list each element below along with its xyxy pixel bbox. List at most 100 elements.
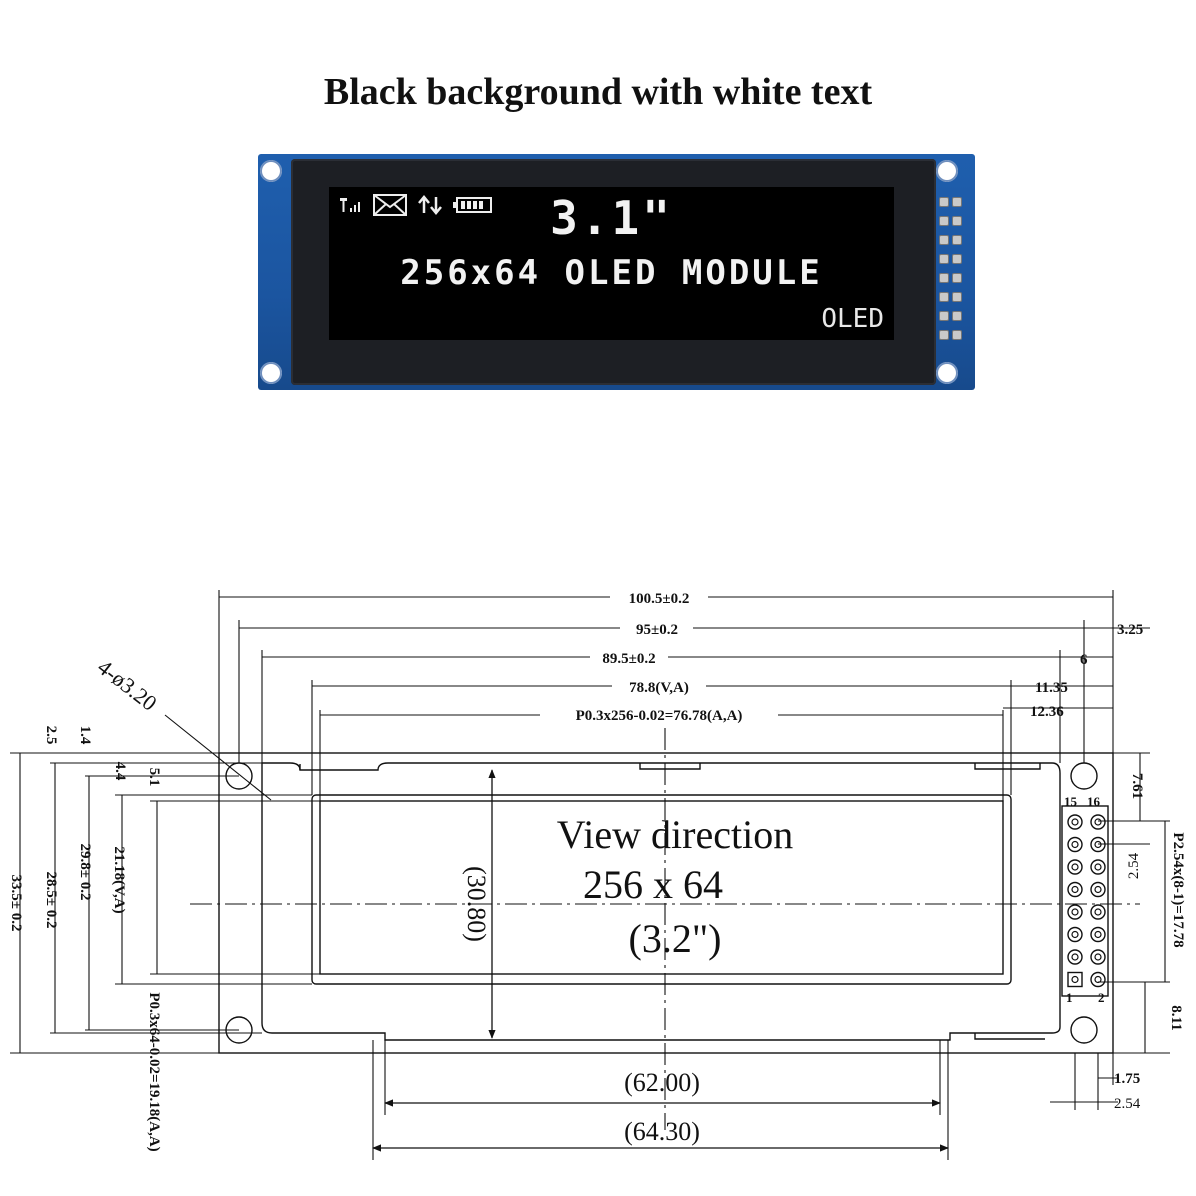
- dim-right-3-25: 3.25: [1117, 622, 1143, 638]
- dim-bottom-64-3: (64.30): [624, 1117, 700, 1146]
- dim-overall-width: 100.5±0.2: [629, 591, 690, 607]
- outline-geometry: [218, 752, 1114, 1054]
- mount-hole: [936, 362, 958, 384]
- dim-right-pitch: P2.54x(8-1)=17.78: [1170, 832, 1186, 947]
- resolution-text: 256 x 64: [583, 862, 723, 907]
- header-pin-inner: [1071, 840, 1079, 849]
- header-pin-inner: [1094, 908, 1102, 916]
- header-pin-outer: [1090, 881, 1106, 898]
- header-pin-inner: [1094, 885, 1102, 894]
- dim-height-29-8: 29.8± 0.2: [77, 844, 93, 901]
- screen-line-size: 3.1": [550, 191, 673, 245]
- header-pin-outer: [1090, 949, 1106, 965]
- dim-left-5-1: 5.1: [146, 768, 162, 787]
- header-pin-outer: [1090, 859, 1106, 875]
- dim-right-7-61: 7.61: [1129, 773, 1145, 799]
- dim-bottom-1-75: 1.75: [1114, 1071, 1140, 1087]
- pin-label-15: 15: [1064, 794, 1078, 809]
- dim-left-4-4: 4.4: [112, 762, 128, 781]
- updown-arrows-icon: [418, 195, 442, 215]
- mount-hole: [936, 160, 958, 182]
- dim-right-2-54-vertical: 2.54: [1126, 852, 1142, 879]
- dim-glass-width: 89.5±0.2: [602, 651, 655, 667]
- dim-left-2-5: 2.5: [43, 726, 59, 745]
- mount-hole: [260, 160, 282, 182]
- header-pin-inner: [1071, 908, 1079, 916]
- dim-right-11-35: 11.35: [1035, 680, 1068, 696]
- screen-corner-label: OLED: [821, 304, 884, 334]
- header-pin: [940, 255, 948, 263]
- dim-bottom-2-54: 2.54: [1114, 1096, 1141, 1112]
- header-pin-outer: [1067, 926, 1083, 943]
- pin-header: [938, 196, 966, 348]
- header-pin-outer: [1090, 814, 1106, 830]
- dim-view-area-width: 78.8(V,A): [629, 680, 689, 696]
- header-pin: [940, 293, 948, 301]
- header-pin-inner: [1071, 885, 1079, 894]
- header-pin: [953, 236, 961, 244]
- dim-hole-span: 95±0.2: [636, 622, 678, 638]
- header-pin: [953, 293, 961, 301]
- mail-icon: [373, 194, 407, 216]
- dim-right-12-36: 12.36: [1030, 704, 1064, 720]
- header-pin-square: [1067, 971, 1083, 988]
- header-pins: [1067, 814, 1106, 988]
- view-direction-text: View direction: [557, 812, 793, 857]
- header-pin-inner: [1094, 930, 1102, 939]
- dim-active-area-width: P0.3x256-0.02=76.78(A,A): [576, 708, 743, 724]
- header-pin: [940, 312, 948, 320]
- oled-module-photo: 3.1" 256x64 OLED MODULE OLED: [258, 154, 975, 390]
- status-icons: [339, 193, 493, 217]
- display-glass: 3.1" 256x64 OLED MODULE OLED: [291, 159, 936, 385]
- pin-label-1: 1: [1066, 990, 1073, 1005]
- dim-view-area-height: 21.18(V,A): [111, 846, 127, 913]
- page-title: Black background with white text: [323, 71, 873, 113]
- pin-label-2: 2: [1098, 990, 1105, 1005]
- header-pin-outer: [1090, 926, 1106, 943]
- header-pin: [953, 198, 961, 206]
- header-pin-outer: [1067, 881, 1083, 898]
- header-pin: [953, 217, 961, 225]
- header-pin: [953, 274, 961, 282]
- battery-icon: [453, 197, 492, 213]
- header-pin: [940, 274, 948, 282]
- mount-hole: [260, 362, 282, 384]
- dim-active-area-height: P0.3x64-0.02=19.18(A,A): [146, 992, 162, 1151]
- header-pin-outer: [1067, 949, 1083, 965]
- signal-icon: [340, 198, 360, 212]
- header-pin-inner: [1071, 863, 1079, 871]
- dim-height-28-5: 28.5± 0.2: [43, 872, 59, 929]
- dim-center-height: (30.80): [462, 866, 491, 942]
- header-pin: [953, 255, 961, 263]
- dim-height-overall: 33.5± 0.2: [8, 875, 24, 932]
- header-pin-inner: [1071, 975, 1079, 984]
- header-pin-inner: [1094, 953, 1102, 961]
- header-pin: [940, 331, 948, 339]
- oled-screen: 3.1" 256x64 OLED MODULE OLED: [329, 187, 894, 340]
- screen-line-module: 256x64 OLED MODULE: [400, 253, 823, 293]
- header-pin: [953, 331, 961, 339]
- diagonal-text: (3.2"): [629, 916, 722, 961]
- header-pin: [940, 198, 948, 206]
- dim-left-1-4: 1.4: [77, 726, 93, 745]
- header-pin-outer: [1090, 904, 1106, 920]
- header-pin-outer: [1067, 904, 1083, 920]
- hole-note: 4-ø3.20: [93, 654, 162, 715]
- dim-bottom-62: (62.00): [624, 1068, 700, 1097]
- header-pin-inner: [1071, 818, 1079, 826]
- header-pin-outer: [1067, 859, 1083, 875]
- header-pin-inner: [1071, 953, 1079, 961]
- header-pin: [940, 236, 948, 244]
- header-pin-inner: [1094, 818, 1102, 826]
- header-pin: [940, 217, 948, 225]
- dim-right-6: 6: [1080, 652, 1088, 668]
- header-pin-outer: [1067, 814, 1083, 830]
- header-pin-inner: [1094, 863, 1102, 871]
- pin-label-16: 16: [1087, 794, 1101, 809]
- dim-right-8-11: 8.11: [1168, 1005, 1184, 1030]
- header-pin-inner: [1071, 930, 1079, 939]
- header-pin: [953, 312, 961, 320]
- header-pin-outer: [1067, 836, 1083, 853]
- header-pin-outer: [1090, 971, 1106, 988]
